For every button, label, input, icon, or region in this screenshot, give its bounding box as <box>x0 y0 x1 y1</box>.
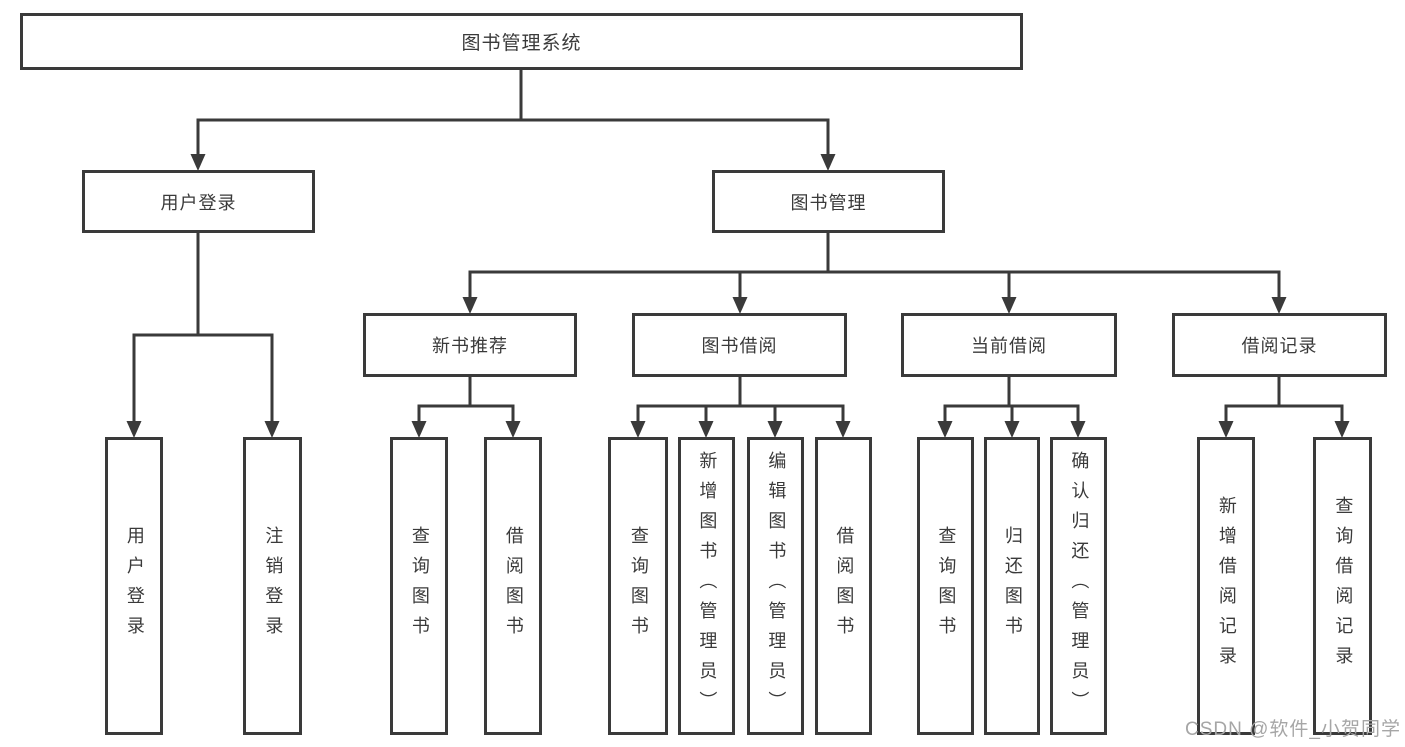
leaf-add-borrow-record-label: 新增借阅记录 <box>1216 496 1237 676</box>
leaf-borrow-books-2: 借阅图书 <box>815 437 872 735</box>
leaf-confirm-return-admin: 确认归还（管理员） <box>1050 437 1107 735</box>
leaf-add-books-admin-label: 新增图书（管理员） <box>697 451 718 721</box>
node-new-book-recommend-label: 新书推荐 <box>432 336 508 356</box>
node-current-borrow-label: 当前借阅 <box>971 336 1047 356</box>
node-borrow-records-label: 借阅记录 <box>1241 336 1318 356</box>
watermark: CSDN @软件_小贺同学 <box>1185 719 1401 740</box>
arrowheads <box>126 154 1350 438</box>
node-user-login-label: 用户登录 <box>160 192 237 213</box>
node-root-label: 图书管理系统 <box>461 33 582 54</box>
leaf-query-borrow-record-label: 查询借阅记录 <box>1333 496 1354 676</box>
leaf-borrow-books-2-label: 借阅图书 <box>834 526 855 646</box>
node-root: 图书管理系统 <box>20 13 1023 70</box>
leaf-return-books-label: 归还图书 <box>1002 526 1023 646</box>
leaf-query-borrow-record: 查询借阅记录 <box>1313 437 1372 735</box>
leaf-query-books-2: 查询图书 <box>608 437 668 735</box>
node-book-management-label: 图书管理 <box>790 192 867 213</box>
node-book-management: 图书管理 <box>712 170 945 233</box>
leaf-confirm-return-admin-label: 确认归还（管理员） <box>1069 451 1090 721</box>
leaf-query-books-1: 查询图书 <box>390 437 448 735</box>
leaf-edit-books-admin: 编辑图书（管理员） <box>747 437 804 735</box>
leaf-user-login-label: 用户登录 <box>124 526 145 646</box>
node-borrow-records: 借阅记录 <box>1172 313 1387 377</box>
leaf-logout-label: 注销登录 <box>263 526 284 646</box>
leaf-query-books-3: 查询图书 <box>917 437 974 735</box>
leaf-edit-books-admin-label: 编辑图书（管理员） <box>766 451 787 721</box>
leaf-query-books-3-label: 查询图书 <box>936 526 957 646</box>
leaf-logout: 注销登录 <box>243 437 302 735</box>
node-current-borrow: 当前借阅 <box>901 313 1117 377</box>
leaf-add-borrow-record: 新增借阅记录 <box>1197 437 1255 735</box>
node-user-login: 用户登录 <box>82 170 315 233</box>
node-book-borrow: 图书借阅 <box>632 313 847 377</box>
leaf-borrow-books-1: 借阅图书 <box>484 437 542 735</box>
leaf-query-books-2-label: 查询图书 <box>628 526 649 646</box>
node-new-book-recommend: 新书推荐 <box>363 313 577 377</box>
node-book-borrow-label: 图书借阅 <box>701 336 778 356</box>
leaf-user-login: 用户登录 <box>105 437 163 735</box>
leaf-add-books-admin: 新增图书（管理员） <box>678 437 735 735</box>
leaf-borrow-books-1-label: 借阅图书 <box>503 526 524 646</box>
leaf-return-books: 归还图书 <box>984 437 1040 735</box>
leaf-query-books-1-label: 查询图书 <box>409 526 430 646</box>
